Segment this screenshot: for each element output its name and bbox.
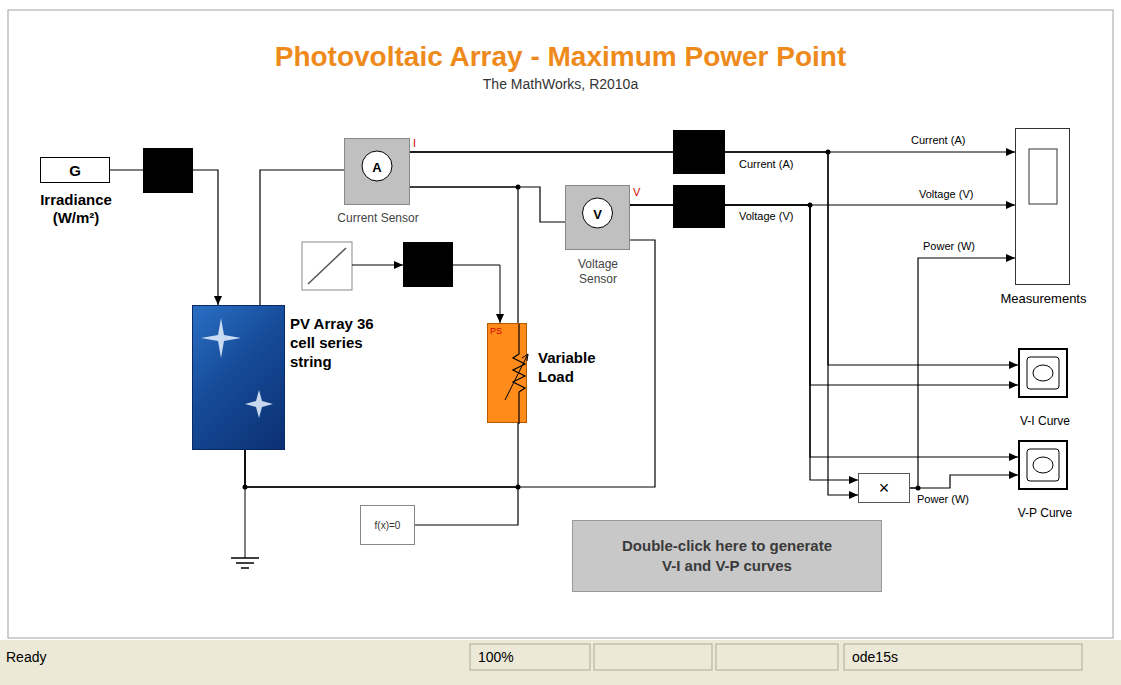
- signal-name: Current (A): [910, 134, 966, 147]
- meter-circle: [583, 198, 613, 228]
- status-cell: [470, 644, 590, 670]
- junction-dot: [516, 185, 521, 190]
- signal-name: Voltage (V): [918, 188, 974, 201]
- scope-icon: [1020, 350, 1070, 400]
- window-frame: [8, 10, 1113, 638]
- pv-array: PV Array 36 cell series string: [192, 305, 285, 450]
- converter-block: [673, 130, 725, 174]
- junction-dot: [808, 203, 813, 208]
- signal-line: [910, 475, 1018, 488]
- port-label: PS: [490, 326, 502, 336]
- power-wire: [410, 187, 565, 222]
- signal-line: [630, 205, 1018, 385]
- meas-icon: [1016, 129, 1071, 286]
- ground-symbol: [231, 558, 259, 568]
- pv-icon: [193, 306, 286, 451]
- sensor-symbol: V: [593, 207, 602, 222]
- junction-dot: [243, 485, 248, 490]
- status-text: Ready: [6, 649, 46, 666]
- signal-line: [910, 258, 1015, 488]
- status-cell: [594, 644, 712, 670]
- converter-block: [403, 242, 453, 287]
- power-wire: [245, 240, 655, 487]
- block-label: Irradiance (W/m²): [23, 191, 129, 227]
- graph-frame: [1027, 357, 1059, 389]
- signal-name: Voltage (V): [738, 210, 794, 223]
- port-label: V: [633, 186, 640, 199]
- converter-block: [143, 148, 193, 193]
- meter-circle: [362, 151, 392, 181]
- glare: [201, 318, 241, 358]
- ground-wire: [245, 487, 246, 558]
- junction-dot: [916, 486, 921, 491]
- block-label: Current Sensor: [318, 211, 438, 225]
- diagram-title: Photovoltaic Array - Maximum Power Point: [0, 40, 1121, 74]
- block-label: Measurements: [988, 291, 1099, 306]
- xy-graph-block: V-P Curve: [1018, 440, 1068, 490]
- block-value: G: [69, 162, 81, 179]
- solver-text: f(x)=0: [375, 520, 401, 531]
- load-icon: [488, 324, 528, 424]
- block-label: V-I Curve: [1000, 414, 1090, 428]
- status-bar: [0, 640, 1121, 685]
- scope-icon: [1020, 442, 1070, 492]
- signal-line: [410, 152, 858, 495]
- callback-button: Double-click here to generate V-I and V-…: [572, 520, 882, 592]
- constant-block: GIrradiance (W/m²): [40, 157, 110, 183]
- subtitle: The MathWorks, R2010a: [0, 76, 1121, 92]
- block-label: V-P Curve: [1000, 506, 1090, 520]
- graph-screen: [1033, 457, 1053, 473]
- scope-screen: [1029, 149, 1057, 204]
- scope-block: Measurements: [1015, 128, 1070, 285]
- button-text: Double-click here to generate V-I and V-…: [617, 536, 837, 576]
- xy-graph-block: V-I Curve: [1018, 348, 1068, 398]
- glare: [245, 390, 273, 418]
- signal-wire: [352, 265, 403, 266]
- graph-screen: [1033, 365, 1053, 381]
- converter-block: [673, 185, 725, 228]
- port-label: I: [413, 137, 416, 150]
- resistor-symbol: [513, 324, 525, 424]
- signal-name: Power (W): [922, 240, 976, 253]
- signal-line: [630, 205, 858, 480]
- block-label: PV Array 36 cell series string: [290, 314, 386, 371]
- signal-name: Current (A): [738, 158, 794, 171]
- block-label: Voltage Sensor: [563, 257, 633, 287]
- variable-load: PSVariable Load: [487, 323, 527, 423]
- power-wire: [245, 423, 518, 487]
- status-text: ode15s: [852, 649, 898, 666]
- junction-dot: [516, 485, 521, 490]
- product-symbol: ×: [879, 478, 890, 498]
- voltage-sensor: VVoltage Sensor: [565, 185, 630, 250]
- signal-line: [630, 205, 1018, 457]
- status-text: 100%: [478, 649, 514, 666]
- junction-dot: [826, 150, 831, 155]
- status-cell: [716, 644, 838, 670]
- status-cell: [844, 644, 1082, 670]
- ramp-block: [302, 242, 352, 290]
- graph-frame: [1027, 449, 1059, 481]
- ramp-symbol: [308, 248, 346, 284]
- variable-arrow: [505, 354, 528, 400]
- solver-block: f(x)=0: [360, 505, 415, 545]
- block-label: Variable Load: [538, 348, 610, 386]
- signal-name: Power (W): [916, 493, 970, 506]
- current-sensor: ACurrent Sensor: [344, 138, 410, 205]
- sensor-symbol: A: [372, 160, 381, 175]
- product-block: ×: [858, 473, 910, 503]
- signal-wire: [453, 265, 500, 323]
